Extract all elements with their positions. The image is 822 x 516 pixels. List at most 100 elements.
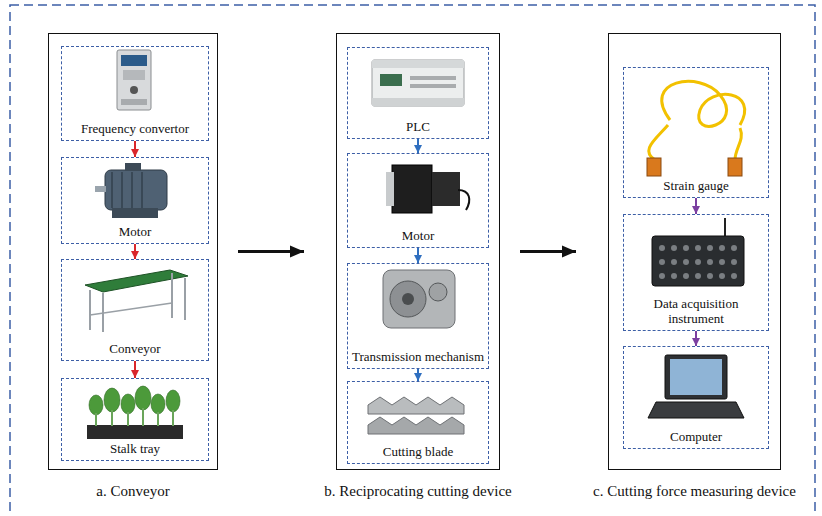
daq-icon	[683, 273, 689, 279]
stalk-tray-icon	[89, 395, 103, 415]
motor-icon	[131, 172, 133, 208]
stalk-tray-icon	[142, 408, 144, 426]
stalk-tray-icon	[127, 412, 129, 426]
component-box: Stalk tray	[61, 378, 209, 461]
component-label: Frequency convertor	[64, 121, 206, 136]
frequency-convertor-icon	[117, 50, 151, 110]
cutting-blade-icon	[368, 397, 464, 434]
component-label: Computer	[626, 429, 766, 444]
panel-box: c. Cutting force measuring deviceStrain …	[608, 33, 781, 470]
cutting-blade-icon	[368, 417, 464, 434]
strain-gauge-icon	[649, 125, 668, 160]
frequency-convertor-icon	[121, 99, 147, 105]
daq-icon	[719, 245, 725, 251]
cutting-blade-icon	[368, 397, 464, 414]
panel-caption: c. Cutting force measuring device	[593, 483, 796, 500]
plc-icon	[372, 98, 464, 106]
daq-icon	[659, 245, 665, 251]
daq-icon	[659, 245, 737, 279]
transmission-icon	[429, 283, 447, 301]
flow-arrow	[238, 250, 304, 253]
component-label: Cutting blade	[350, 444, 486, 459]
conveyor-icon	[90, 303, 172, 315]
servo-motor-icon	[386, 165, 469, 213]
plc-icon	[410, 84, 456, 88]
strain-gauge-icon	[662, 81, 745, 126]
daq-icon	[724, 218, 726, 236]
daq-icon	[652, 218, 744, 286]
stalk-tray-icon	[95, 413, 97, 426]
motor-icon	[121, 172, 123, 208]
stalk-tray-icon	[151, 394, 165, 414]
motor-icon	[95, 186, 106, 192]
component-box: Conveyor	[61, 259, 209, 361]
frequency-convertor-icon	[121, 55, 147, 66]
panel-caption: a. Conveyor	[96, 483, 169, 500]
stalk-tray-icon	[87, 386, 183, 439]
laptop-icon	[648, 355, 744, 418]
flow-arrow	[695, 331, 697, 346]
motor-icon	[125, 163, 141, 171]
laptop-icon	[670, 359, 722, 395]
servo-motor-icon	[386, 172, 394, 206]
stalk-tray-icon	[111, 410, 113, 426]
stalk-tray-icon	[89, 386, 180, 415]
plc-icon	[372, 60, 464, 68]
stalk-tray-icon	[104, 388, 120, 412]
conveyor-icon	[171, 273, 173, 318]
panel-caption: b. Reciprocating cutting device	[324, 483, 511, 500]
flow-arrow	[134, 244, 136, 259]
flow-arrow	[417, 139, 419, 153]
flow-arrow	[417, 248, 419, 263]
component-label: Stalk tray	[64, 441, 206, 456]
component-box: Transmission mechanism	[347, 263, 489, 369]
flow-arrow	[134, 361, 136, 378]
component-box: Cutting blade	[347, 381, 489, 464]
stalk-tray-icon	[172, 410, 174, 426]
panel-box: a. ConveyorFrequency convertorMotorConve…	[48, 33, 218, 470]
daq-icon	[731, 273, 737, 279]
flow-arrow	[695, 198, 697, 214]
component-label: Motor	[64, 224, 206, 239]
component-label: PLC	[350, 119, 486, 134]
component-label: Conveyor	[64, 341, 206, 356]
daq-icon	[683, 245, 689, 251]
daq-icon	[652, 236, 744, 286]
component-label: Motor	[350, 228, 486, 243]
component-box: Computer	[623, 346, 769, 449]
motor-icon	[111, 172, 113, 208]
stalk-tray-icon	[166, 390, 180, 412]
servo-motor-icon	[458, 190, 469, 210]
component-box: Data acquisition instrument	[623, 214, 769, 331]
daq-icon	[707, 245, 713, 251]
stalk-tray-icon	[87, 425, 183, 439]
daq-icon	[731, 245, 737, 251]
daq-icon	[671, 245, 677, 251]
daq-icon	[659, 259, 665, 265]
component-box: PLC	[347, 47, 489, 139]
stalk-tray-icon	[135, 386, 151, 410]
panel-box: b. Reciprocating cutting devicePLCMotorT…	[336, 33, 500, 470]
motor-icon	[141, 172, 143, 208]
component-box: Frequency convertor	[61, 46, 209, 141]
component-label: Strain gauge	[626, 178, 766, 193]
daq-icon	[683, 259, 689, 265]
strain-gauge-icon	[735, 128, 741, 160]
daq-icon	[695, 245, 701, 251]
stalk-tray-icon	[121, 394, 135, 414]
motor-icon	[105, 170, 167, 210]
strain-gauge-icon	[647, 158, 661, 176]
stalk-tray-icon	[96, 408, 173, 426]
daq-icon	[731, 259, 737, 265]
motor-icon	[112, 208, 158, 218]
frequency-convertor-icon	[123, 70, 145, 80]
plc-icon	[372, 60, 464, 106]
transmission-icon	[402, 293, 414, 305]
component-box: Motor	[347, 153, 489, 248]
daq-icon	[707, 259, 713, 265]
flow-arrow	[417, 369, 419, 381]
plc-icon	[380, 74, 402, 86]
laptop-icon	[665, 355, 727, 399]
conveyor-icon	[89, 290, 91, 330]
daq-icon	[719, 273, 725, 279]
